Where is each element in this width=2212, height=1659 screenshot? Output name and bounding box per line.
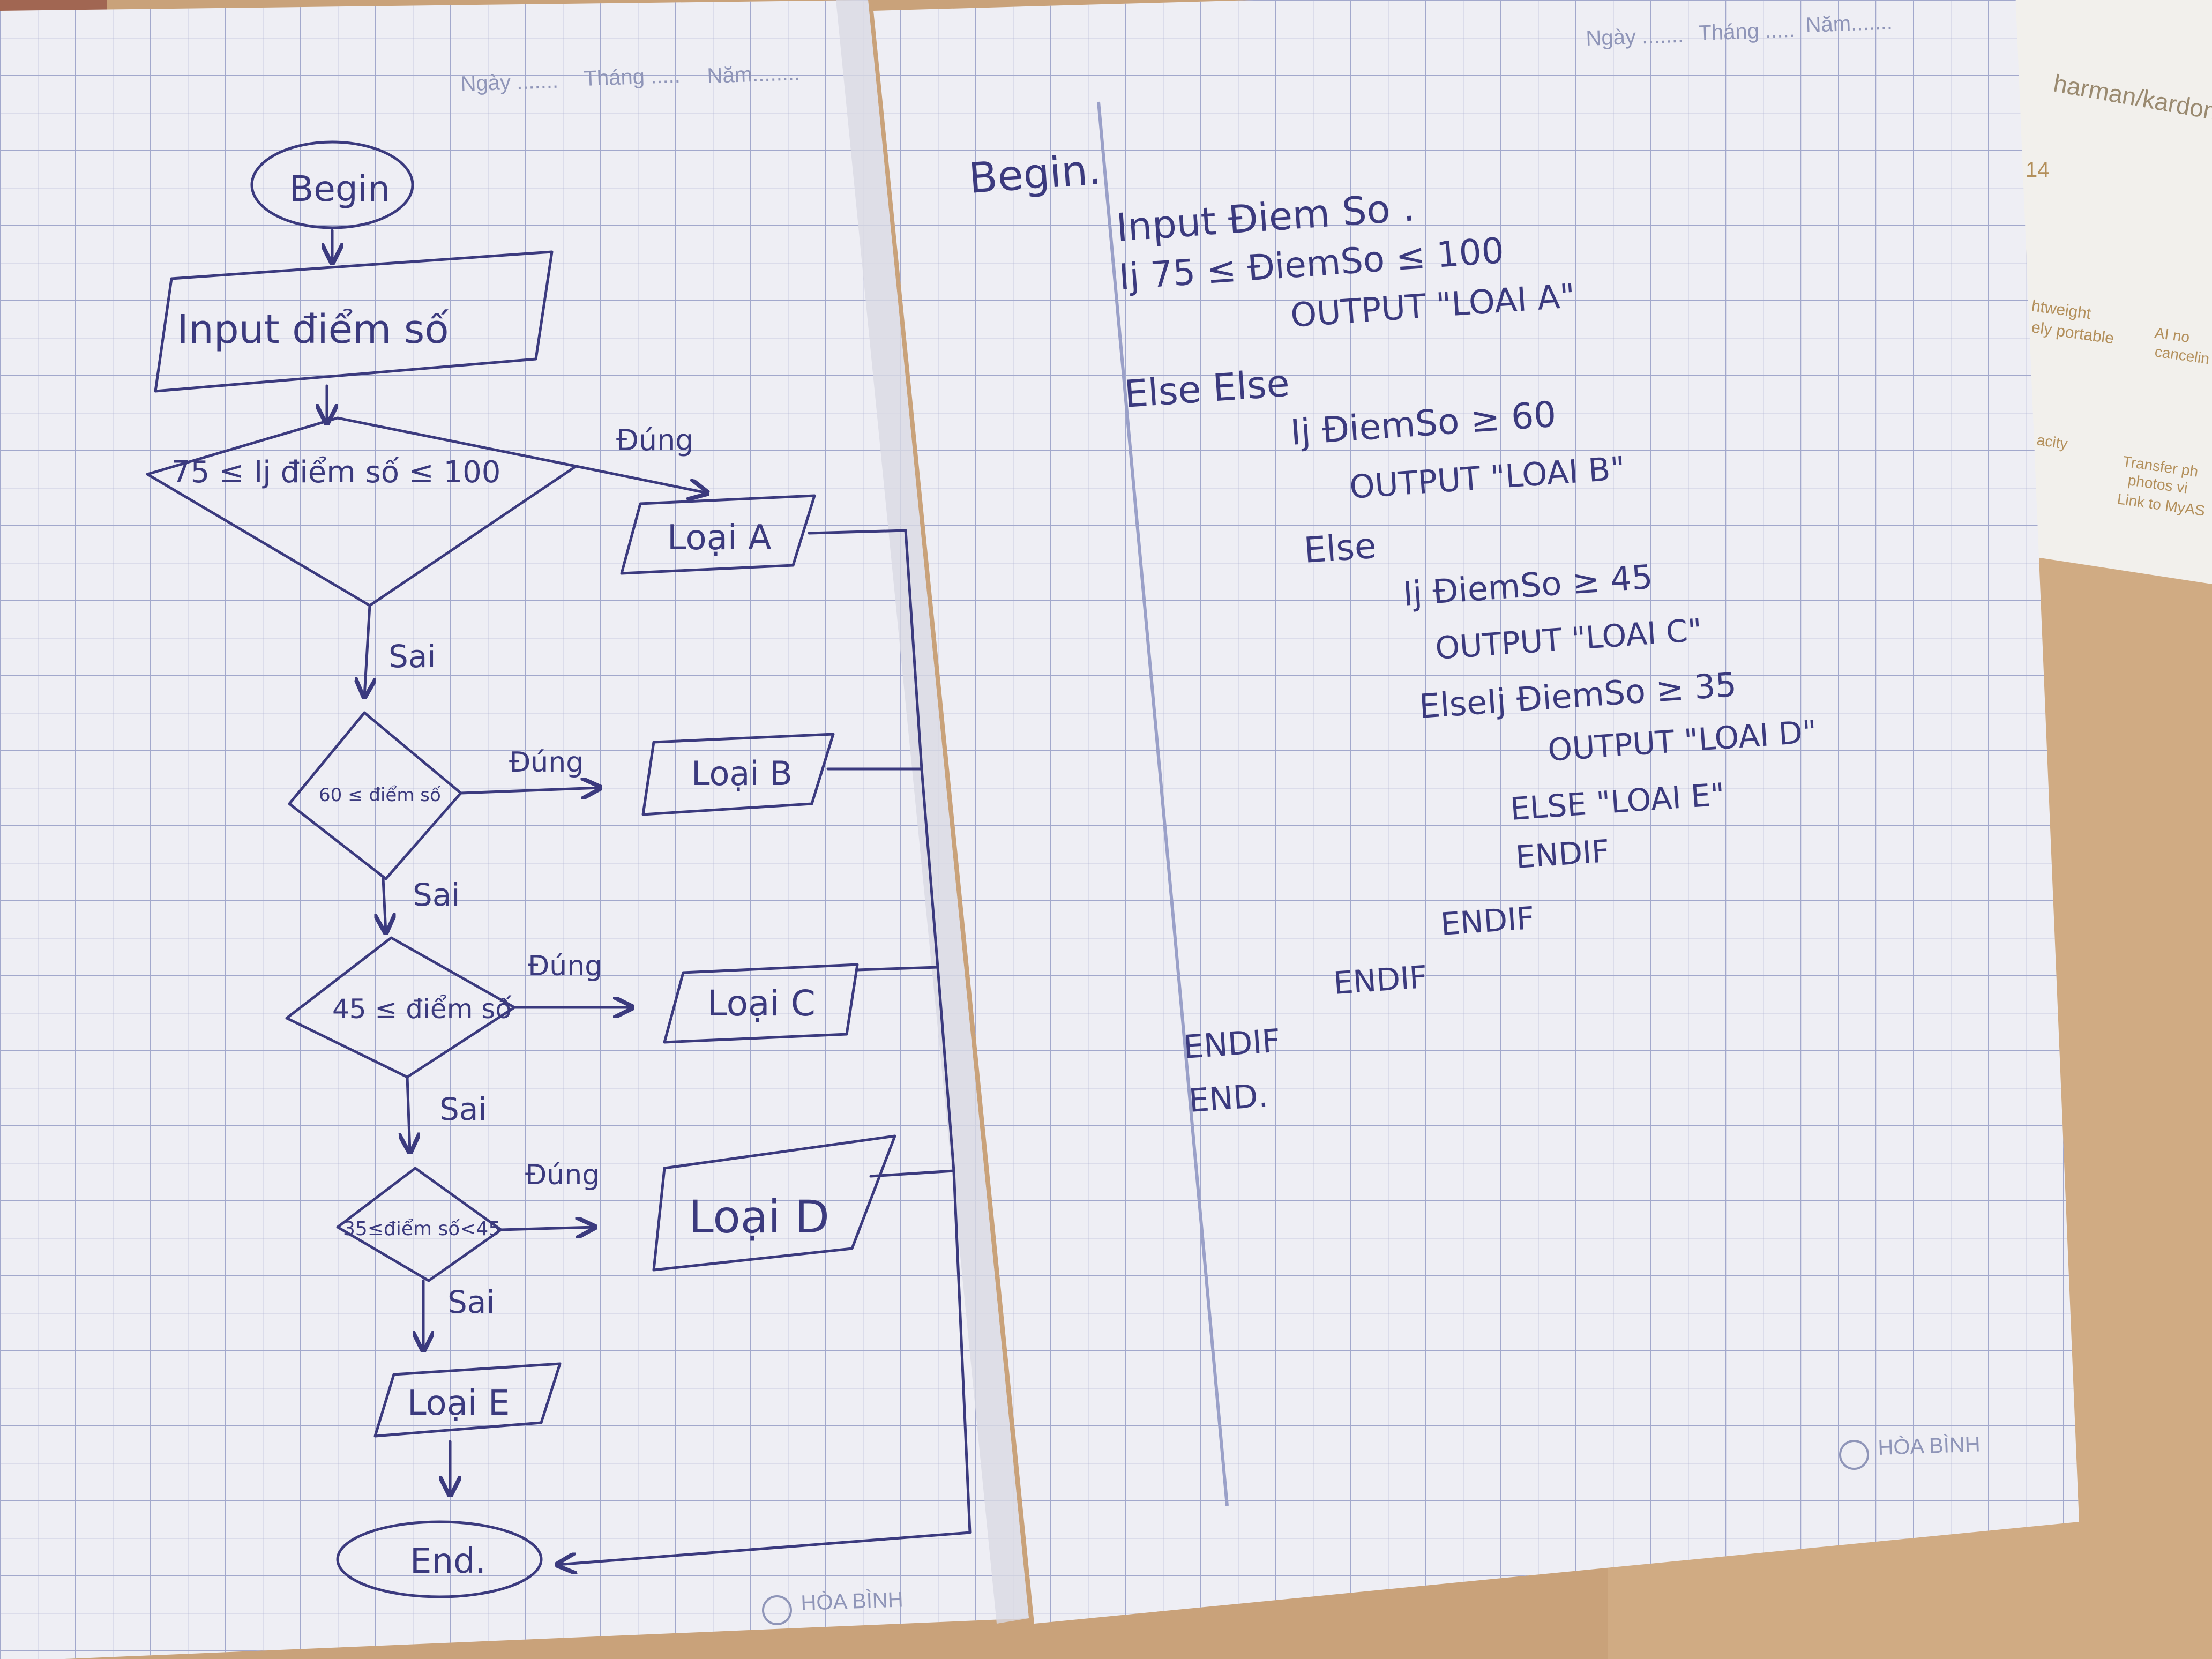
output-c [663, 963, 859, 1044]
decision-2-label: 60 ≤ điểm số [319, 784, 441, 806]
output-e-label: Loại E [407, 1384, 510, 1423]
left-header-ngay: Ngày ....... [460, 69, 559, 96]
left-brand-globe-icon [762, 1595, 792, 1625]
right-header-nam: Năm....... [1805, 10, 1893, 37]
input-label: Input điểm số [177, 307, 449, 353]
code-line-14: ENDIF [1439, 900, 1535, 943]
output-d-label: Loại D [689, 1191, 829, 1243]
input-box [154, 250, 554, 393]
right-header-thang: Tháng ..... [1698, 18, 1796, 45]
right-brand: HÒA BÌNH [1878, 1432, 1981, 1460]
output-b-label: Loại B [691, 754, 793, 793]
decision-1-yes: Đúng [616, 423, 694, 457]
decision-4-label: 35≤điểm số<45 [343, 1218, 500, 1240]
decision-3-label: 45 ≤ điểm số [332, 993, 512, 1025]
box-item-0: 14 [2026, 158, 2050, 182]
output-a [620, 494, 816, 575]
begin-label: Begin [289, 168, 390, 210]
output-c-label: Loại C [707, 983, 816, 1024]
output-a-label: Loại A [667, 518, 772, 558]
decision-3-yes: Đúng [528, 950, 602, 982]
right-brand-globe-icon [1839, 1440, 1869, 1470]
code-line-13: ENDIF [1514, 833, 1610, 876]
output-b [641, 733, 835, 816]
left-header-nam: Năm........ [707, 61, 801, 88]
left-brand: HÒA BÌNH [801, 1587, 904, 1615]
decision-4-no: Sai [447, 1284, 495, 1320]
left-header-thang: Tháng ..... [584, 64, 681, 91]
decision-4-yes: Đúng [525, 1159, 600, 1191]
end-label: End. [410, 1542, 486, 1581]
output-d [652, 1134, 896, 1272]
code-line-15: ENDIF [1332, 959, 1428, 1002]
flowchart: Begin Input điểm số 75 ≤ Ij điểm số ≤ 10… [146, 140, 972, 1598]
end-terminal [336, 1520, 543, 1598]
decision-2-no: Sai [413, 877, 460, 913]
decision-1-no: Sai [388, 638, 436, 675]
decision-1-label: 75 ≤ Ij điểm số ≤ 100 [171, 455, 500, 490]
output-e [373, 1362, 562, 1438]
decision-3-no: Sai [439, 1091, 487, 1127]
code-line-0: Begin. [967, 146, 1103, 203]
right-header-ngay: Ngày ....... [1586, 24, 1684, 50]
code-line-7: Else [1303, 525, 1378, 571]
right-page: Ngày ....... Tháng ..... Năm....... HÒA … [873, 0, 2079, 1624]
code-line-16: ENDIF [1182, 1022, 1282, 1066]
code-line-17: END. [1187, 1077, 1269, 1120]
decision-2-yes: Đúng [509, 746, 584, 779]
begin-terminal [250, 140, 414, 229]
product-box: harman/kardon 14 htweight ely portable A… [1983, 0, 2212, 584]
left-page: Ngày ....... Tháng ..... Năm........ HÒA… [0, 0, 1029, 1659]
